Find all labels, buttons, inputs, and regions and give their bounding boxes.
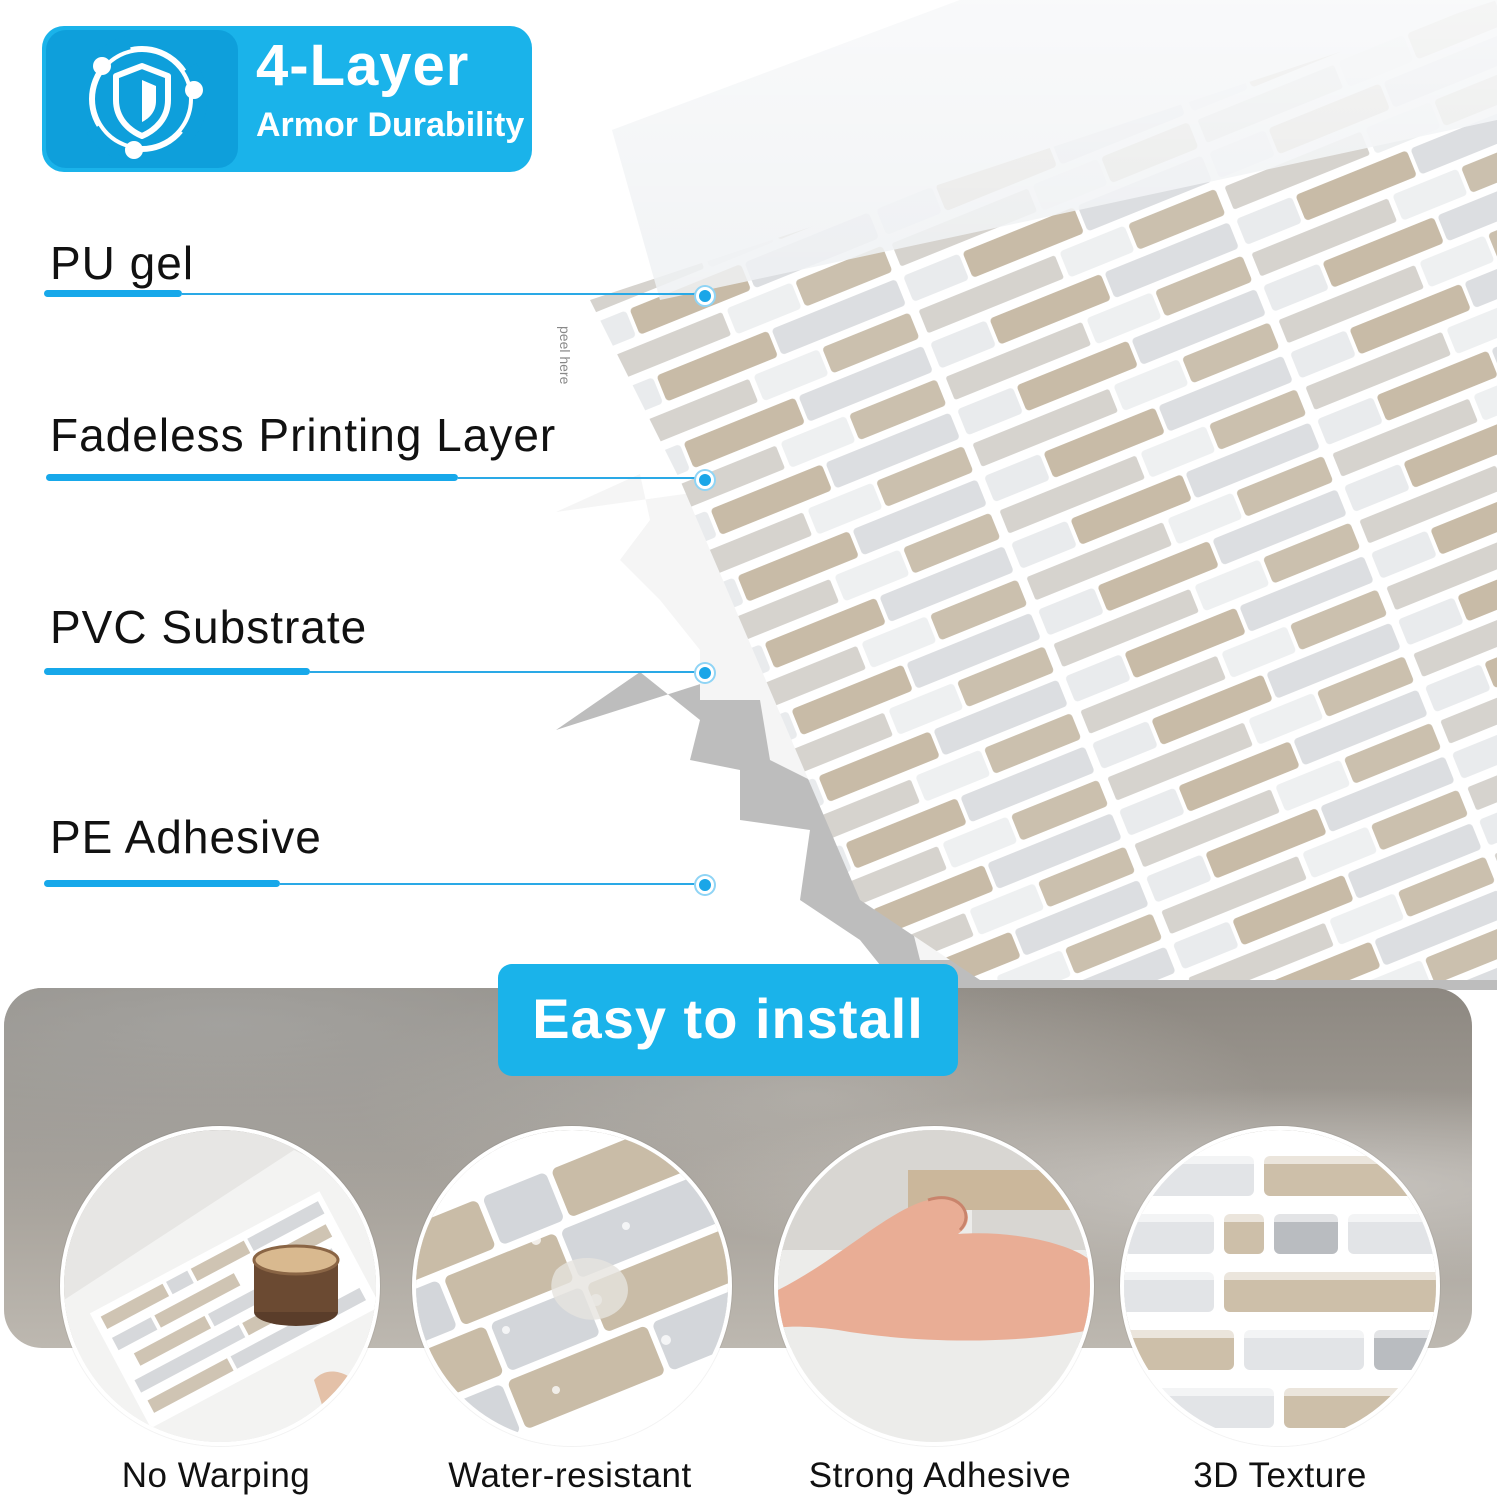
layer-pointer-dot [696, 287, 714, 305]
layer-leader-line [280, 883, 698, 885]
layer-pointer-dot [696, 471, 714, 489]
layer-leader-line [310, 671, 698, 673]
layer-underline-bar [44, 668, 310, 675]
layer-pointer-dot [696, 664, 714, 682]
layer-pointer-dot [696, 876, 714, 894]
layer-label-pvc-substrate: PVC Substrate [50, 601, 368, 653]
layer-leader-line [458, 477, 698, 479]
badge-subtitle: Armor Durability [256, 106, 525, 144]
layer-underline-bar [44, 290, 182, 297]
tile-layers-visual: peel here [556, 0, 1497, 990]
install-banner: Easy to install [498, 964, 958, 1076]
feature-image-water-resistant [412, 1126, 732, 1446]
layer-label-pu-gel: PU gel [50, 237, 195, 289]
feature-image-no-warping [60, 1126, 380, 1446]
layer-leader-line [182, 293, 698, 295]
install-title: Easy to install [532, 987, 924, 1050]
layer-underline-bar [46, 474, 458, 481]
shield-orbit-icon [77, 34, 207, 164]
layer-underline-bar [44, 880, 280, 887]
layer-badge: 4-Layer Armor Durability [42, 26, 532, 172]
feature-label-3d-texture: 3D Texture [1193, 1456, 1367, 1495]
badge-icon-box [46, 30, 238, 168]
badge-title: 4-Layer [256, 33, 470, 98]
feature-label-no-warping: No Warping [121, 1456, 311, 1495]
feature-image-strong-adhesive [774, 1126, 1094, 1446]
feature-image-3d-texture [1120, 1126, 1440, 1446]
layer-label-fadeless-printing: Fadeless Printing Layer [50, 409, 557, 461]
peel-here-text: peel here [557, 326, 573, 385]
feature-label-strong-adhesive: Strong Adhesive [808, 1456, 1072, 1495]
layer-label-pe-adhesive: PE Adhesive [50, 811, 322, 863]
feature-label-water-resistant: Water-resistant [448, 1456, 692, 1495]
